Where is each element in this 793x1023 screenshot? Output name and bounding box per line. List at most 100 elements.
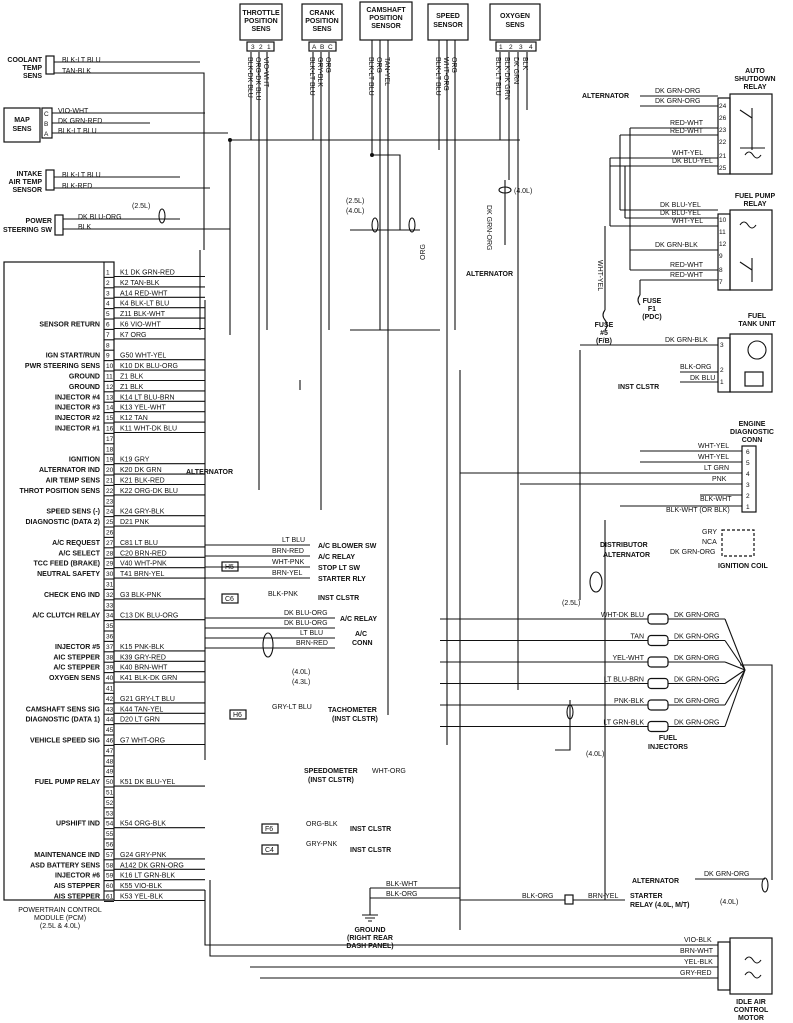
- pcm-pin-function: VEHICLE SPEED SIG: [30, 738, 101, 745]
- pin-number: C: [328, 44, 333, 51]
- wire-label: ORG: [450, 57, 457, 73]
- pcm-pin-number: 27: [106, 540, 114, 547]
- oxygen-sensor: OXYGEN SENS 1 2 3 4 BLK-LT BLU BLK-DK GR…: [489, 3, 541, 100]
- map-sensor: MAP SENS C B A VIO-WHT DK GRN-RED BLK-LT…: [3, 107, 102, 143]
- pcm-pin-wire: K41 BLK-DK GRN: [120, 675, 177, 682]
- wire-label: BRN-YEL: [272, 570, 302, 577]
- pcm-pin-number: 8: [106, 342, 110, 349]
- pcm-pin-wire: C13 DK BLU-ORG: [120, 613, 178, 620]
- pcm-pin-number: 37: [106, 644, 114, 651]
- pin-number: 25: [719, 165, 727, 172]
- pcm-pin-number: 21: [106, 478, 114, 485]
- pcm-pin-function: INJECTOR #1: [55, 426, 100, 433]
- ground-label: GROUND: [354, 927, 385, 934]
- pin-number: 7: [719, 279, 723, 286]
- wire-label: RED-WHT: [670, 128, 704, 135]
- injector-wire-label: WHT-DK BLU: [601, 612, 644, 619]
- wire-label: YEL-BLK: [684, 959, 713, 966]
- pcm-pin-number: 55: [106, 831, 114, 838]
- pcm-pin-wire: K55 VIO-BLK: [120, 883, 162, 890]
- pcm-pin-function: GROUND: [69, 384, 100, 391]
- pin-number: 1: [499, 44, 503, 51]
- fuse-label: FUSE: [643, 298, 662, 305]
- injector-splice-wire: [724, 661, 746, 671]
- wire-label: VIO-BLK: [684, 937, 712, 944]
- starter-label: STARTER: [630, 893, 663, 900]
- pcm-pin-number: 36: [106, 634, 114, 641]
- output-label: A/C RELAY: [340, 616, 377, 623]
- pin-number: 5: [746, 460, 750, 467]
- pcm-pin-row: 8: [104, 342, 114, 351]
- fuse-label: F1: [648, 306, 656, 313]
- wire-label: WHT-YEL: [698, 443, 729, 450]
- pcm-pin-number: 38: [106, 654, 114, 661]
- injector-splice-wire: [724, 618, 746, 671]
- wire-label: BLK-LT BLU: [434, 57, 441, 96]
- wire-label: DK BLU-YEL: [672, 158, 713, 165]
- crank-position-sensor: CRANK POSITION SENS A B C BLK-LT BLU GRY…: [301, 3, 343, 96]
- pcm-pin-function: INJECTOR #6: [55, 873, 100, 880]
- pin-number: 2: [720, 367, 724, 374]
- ground-point: BLK-WHT BLK-ORG GROUND (RIGHT REAR DASH …: [346, 881, 460, 950]
- injector-number: #1: [652, 617, 660, 624]
- pcm-pin-number: 18: [106, 446, 114, 453]
- pcm-pin-function: FUEL PUMP RELAY: [35, 779, 101, 786]
- sensor-label: SENS: [23, 73, 42, 80]
- alternator-label: ALTERNATOR: [466, 271, 513, 278]
- sensor-label: SPEED: [436, 13, 460, 20]
- pcm-pin-number: 6: [106, 322, 110, 329]
- pcm-pin-function: INJECTOR #4: [55, 394, 100, 401]
- pin-number: 24: [719, 103, 727, 110]
- injector-feed-label: DK GRN-ORG: [674, 698, 720, 705]
- pcm-pin-number: 14: [106, 405, 114, 412]
- pcm-pin-row: 35: [104, 623, 114, 632]
- pcm-pin-row: 41: [104, 686, 114, 694]
- pcm-pin-function: A/C CLUTCH RELAY: [32, 613, 100, 620]
- pcm-pin-number: 5: [106, 311, 110, 318]
- pcm-pin-number: 50: [106, 779, 114, 786]
- pcm-pin-function: OXYGEN SENS: [49, 675, 100, 682]
- pcm-pin-wire: G7 WHT-ORG: [120, 738, 165, 745]
- pcm-pin-number: 10: [106, 363, 114, 370]
- pcm-pin-number: 58: [106, 862, 114, 869]
- pcm-pin-wire: A14 RED-WHT: [120, 290, 168, 297]
- pcm-pin-row: 17: [104, 436, 114, 445]
- power-steering-switch: POWER STEERING SW DK BLU-ORG BLK: [3, 214, 122, 236]
- starter-label: RELAY (4.0L, M/T): [630, 902, 690, 909]
- pcm-pin-function: ASD BATTERY SENS: [30, 862, 100, 869]
- pcm-outputs: ALTERNATOR H5 LT BLU BRN-RED WHT-PNK BRN…: [186, 140, 606, 930]
- pcm-pin-wire: D20 LT GRN: [120, 717, 160, 724]
- top-sensor-wires: (2.5L) (4.0L) ORG (4.0L) DK GRN-ORG ALTE…: [228, 40, 532, 745]
- output-label: INST CLSTR: [350, 826, 391, 833]
- pcm-pin-wire: T41 BRN-YEL: [120, 571, 164, 578]
- sensor-label: POSITION: [244, 18, 277, 25]
- pin-number: B: [320, 44, 324, 51]
- pcm-pin-function: IGN START/RUN: [46, 353, 100, 360]
- wire-label: GRY: [702, 529, 717, 536]
- pcm-pin-wire: K4 BLK-LT BLU: [120, 301, 169, 308]
- wire-label: WHT-PNK: [272, 559, 305, 566]
- output-label: STARTER RLY: [318, 576, 366, 583]
- pcm-pin-number: 49: [106, 769, 114, 776]
- injector-number: #5: [652, 703, 660, 710]
- iac-label: IDLE AIR: [736, 999, 766, 1006]
- pcm-pin-wire: G21 GRY-LT BLU: [120, 696, 175, 703]
- pcm-pin-row: 31: [104, 582, 114, 590]
- iac-label: MOTOR: [738, 1015, 764, 1022]
- pcm-pin-wire: K14 LT BLU-BRN: [120, 394, 175, 401]
- wire-label: BRN-WHT: [680, 948, 714, 955]
- pcm-pin-number: 24: [106, 509, 114, 516]
- pcm-pin-function: INJECTOR #5: [55, 644, 100, 651]
- injector-splice-wire: [724, 669, 746, 684]
- pcm-pin-function: AIC STEPPER: [53, 654, 100, 661]
